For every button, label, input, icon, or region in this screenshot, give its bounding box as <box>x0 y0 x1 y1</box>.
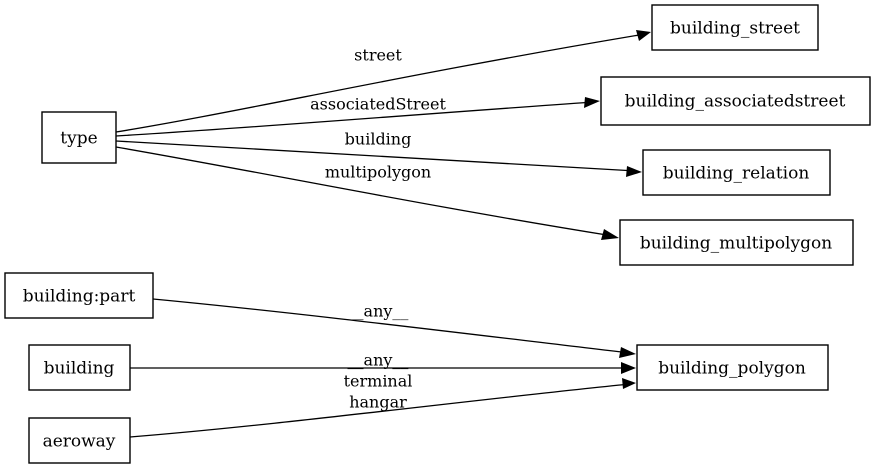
node-box[interactable] <box>600 76 871 126</box>
node-label: building_relation <box>663 164 810 184</box>
node-box[interactable] <box>4 272 154 319</box>
edge-building-to-building_polygon <box>130 362 636 374</box>
node-box[interactable] <box>651 4 819 51</box>
edge-line <box>115 33 646 133</box>
edge-labels-layer: street associatedStreet building multipo… <box>310 46 446 412</box>
edge-line <box>129 383 631 438</box>
edge-type-to-building_multipolygon <box>115 146 619 240</box>
node-label: type <box>60 129 97 149</box>
arrowhead-icon <box>619 347 636 358</box>
node-building-multipolygon[interactable]: building_multipolygon <box>619 219 854 266</box>
node-label: building:part <box>23 287 136 307</box>
node-box[interactable] <box>636 344 829 391</box>
edge-type-to-building_street <box>115 30 651 133</box>
edge-label-street: street <box>354 46 402 65</box>
node-label: aeroway <box>43 432 116 452</box>
edge-line <box>152 298 631 354</box>
arrowhead-icon <box>622 378 636 389</box>
node-box[interactable] <box>28 417 131 464</box>
nodes-layer: type building_street building_associated… <box>4 4 871 464</box>
node-building-relation[interactable]: building_relation <box>642 149 831 196</box>
edge-type-to-building_relation <box>115 140 642 177</box>
edge-line <box>115 140 637 172</box>
edge-label-hangar: hangar <box>349 393 407 412</box>
edge-type-to-building_associatedstreet <box>115 97 600 137</box>
node-building[interactable]: building <box>28 344 131 391</box>
node-building-street[interactable]: building_street <box>651 4 819 51</box>
arrowhead-icon <box>626 166 642 177</box>
node-building-part[interactable]: building:part <box>4 272 154 319</box>
edge-line <box>115 101 595 137</box>
node-label: building_street <box>670 19 800 39</box>
node-box[interactable] <box>28 344 131 391</box>
edge-label-multipolygon: multipolygon <box>325 163 431 182</box>
edges-layer <box>115 30 651 438</box>
arrowhead-icon <box>636 30 651 41</box>
arrowhead-icon <box>621 362 636 374</box>
node-box[interactable] <box>41 111 117 164</box>
arrowhead-icon <box>584 97 600 108</box>
arrowhead-icon <box>601 229 619 240</box>
edge-label-any-building: __any__ <box>348 351 409 370</box>
node-label: building_multipolygon <box>640 234 832 254</box>
node-building-associatedstreet[interactable]: building_associatedstreet <box>600 76 871 126</box>
edge-label-terminal: terminal <box>344 372 413 391</box>
node-box[interactable] <box>619 219 854 266</box>
edge-label-any-part: __any__ <box>348 302 409 321</box>
node-building-polygon[interactable]: building_polygon <box>636 344 829 391</box>
edge-label-building: building <box>345 130 412 149</box>
node-label: building_associatedstreet <box>625 92 846 112</box>
edge-aeroway-to-building_polygon <box>129 378 636 438</box>
node-aeroway[interactable]: aeroway <box>28 417 131 464</box>
edge-line <box>115 146 614 237</box>
edge-building_part-to-building_polygon <box>152 298 636 358</box>
node-label: building <box>44 359 115 379</box>
node-label: building_polygon <box>658 359 806 379</box>
node-type[interactable]: type <box>41 111 117 164</box>
edge-label-associatedstreet: associatedStreet <box>310 95 446 114</box>
node-box[interactable] <box>642 149 831 196</box>
